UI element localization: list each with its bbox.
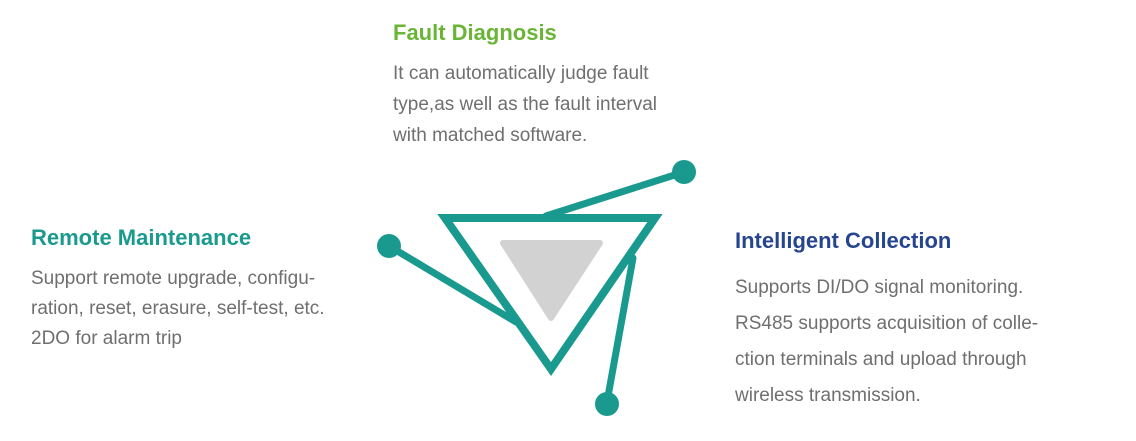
description-line: ction terminals and upload through [735,349,1027,370]
fault-diagnosis-description: It can automatically judge fault type,as… [393,58,657,151]
intelligent-collection-block: Intelligent Collection Supports DI/DO si… [735,227,1038,414]
endpoint-dot-intelligent [595,392,619,416]
description-line: ration, reset, erasure, self-test, etc. [31,298,325,319]
description-line: type,as well as the fault interval [393,94,658,115]
inner-triangle [500,240,603,321]
intelligent-collection-description: Supports DI/DO signal monitoring. RS485 … [735,270,1038,414]
connector-line-remote [385,242,520,326]
endpoint-dot-fault [672,160,696,184]
remote-maintenance-block: Remote Maintenance Support remote upgrad… [31,224,325,354]
connector-line-intelligent [603,254,637,406]
description-line: Support remote upgrade, configu- [31,268,316,289]
remote-maintenance-description: Support remote upgrade, configu- ration,… [31,264,325,354]
description-line: Supports DI/DO signal monitoring. [735,277,1024,298]
description-line: 2DO for alarm trip [31,328,182,349]
description-line: with matched software. [393,125,588,146]
description-line: RS485 supports acquisition of colle- [735,313,1039,334]
description-line: It can automatically judge fault [393,63,649,84]
intelligent-collection-title: Intelligent Collection [735,228,952,253]
connector-line-fault [542,168,688,220]
fault-diagnosis-block: Fault Diagnosis It can automatically jud… [393,19,657,151]
description-line: wireless transmission. [735,385,921,406]
fault-diagnosis-title: Fault Diagnosis [393,20,557,45]
remote-maintenance-title: Remote Maintenance [31,225,252,250]
outer-triangle [437,214,663,377]
endpoint-dot-remote [377,234,401,258]
